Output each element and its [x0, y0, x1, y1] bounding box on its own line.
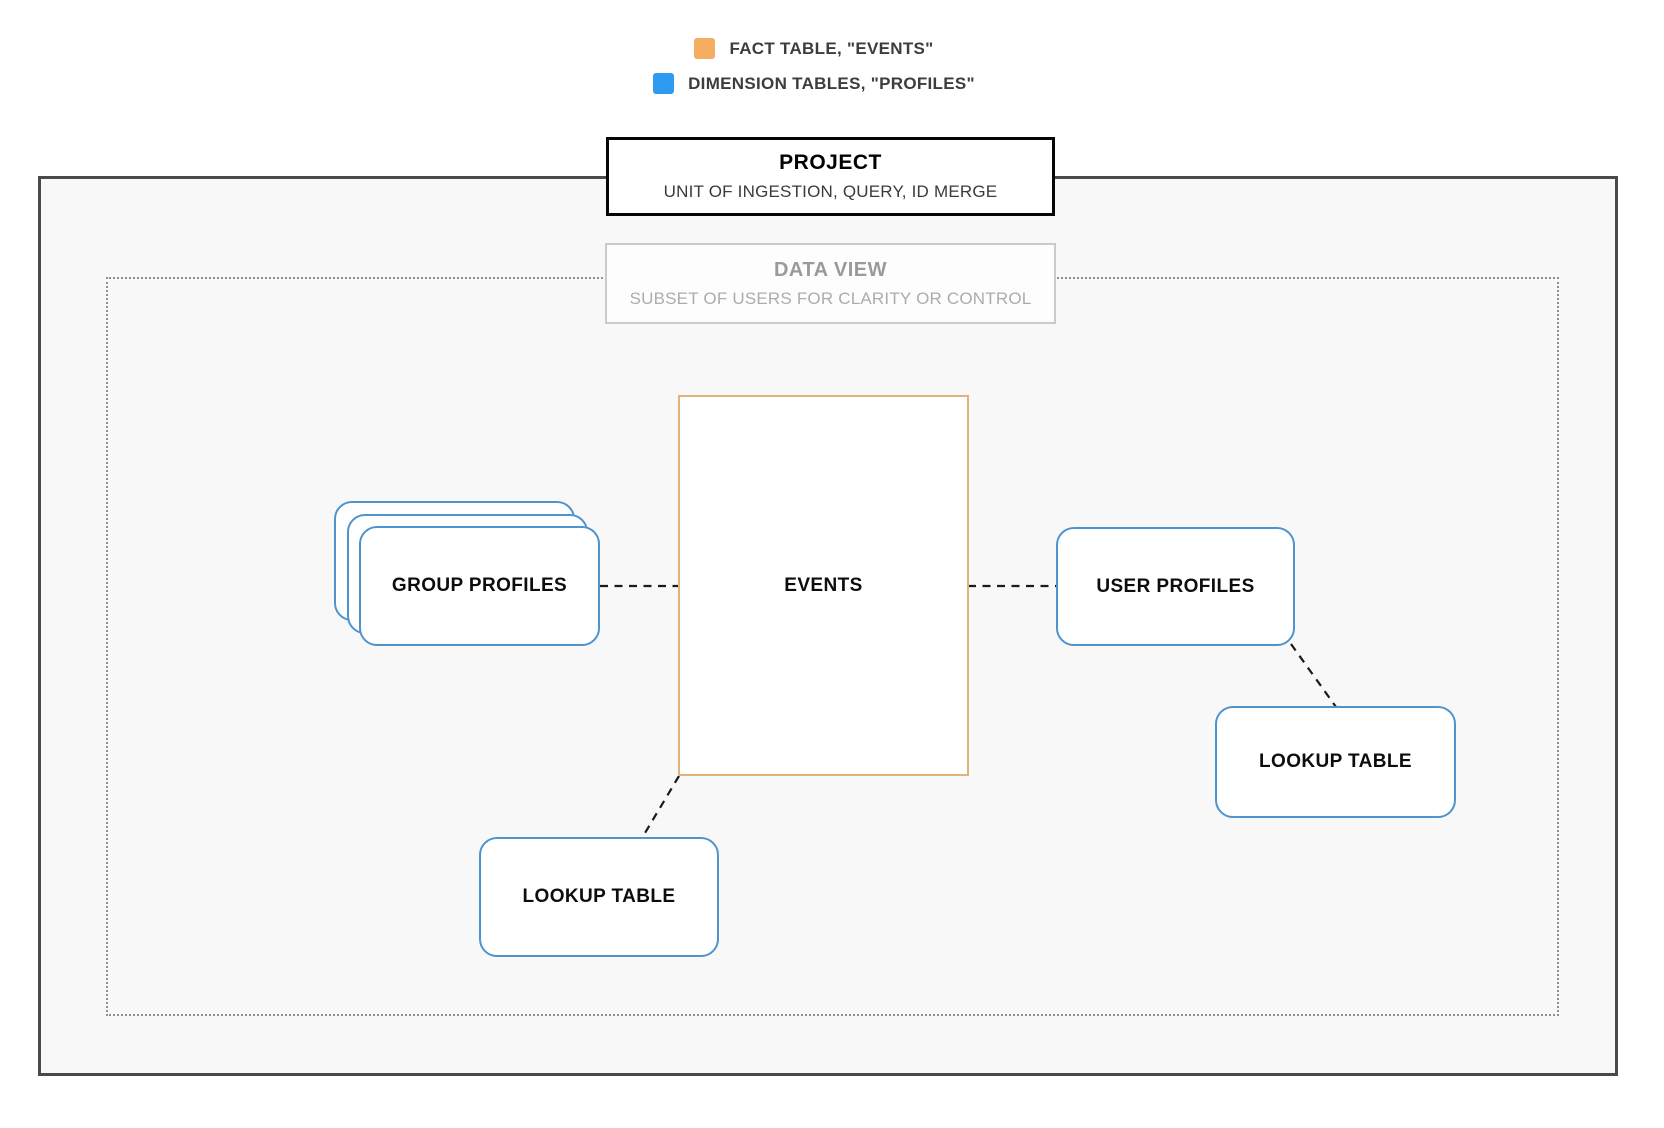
legend-item-fact: FACT TABLE, "EVENTS" — [694, 38, 933, 59]
group-profiles-front-card: GROUP PROFILES — [359, 526, 600, 646]
node-events-label: EVENTS — [784, 574, 863, 596]
legend-label-fact: FACT TABLE, "EVENTS" — [729, 38, 934, 58]
legend: FACT TABLE, "EVENTS" DIMENSION TABLES, "… — [0, 38, 1628, 94]
project-title: PROJECT — [779, 151, 882, 174]
node-lookup-table-right: LOOKUP TABLE — [1215, 706, 1456, 818]
node-lookup-table-bottom-label: LOOKUP TABLE — [522, 886, 676, 907]
node-group-profiles: GROUP PROFILES — [334, 501, 601, 647]
dimension-table-swatch-icon — [653, 73, 675, 94]
data-view-caption-box: DATA VIEW SUBSET OF USERS FOR CLARITY OR… — [605, 243, 1056, 324]
project-caption-box: PROJECT UNIT OF INGESTION, QUERY, ID MER… — [606, 137, 1055, 216]
project-subtitle: UNIT OF INGESTION, QUERY, ID MERGE — [663, 182, 998, 201]
fact-table-swatch-icon — [694, 38, 716, 59]
node-lookup-table-bottom: LOOKUP TABLE — [479, 837, 719, 957]
legend-item-dimension: DIMENSION TABLES, "PROFILES" — [653, 73, 975, 94]
node-events: EVENTS — [678, 395, 969, 776]
node-lookup-table-right-label: LOOKUP TABLE — [1259, 751, 1412, 772]
node-user-profiles-label: USER PROFILES — [1096, 575, 1255, 597]
node-user-profiles: USER PROFILES — [1056, 527, 1295, 646]
data-view-title: DATA VIEW — [773, 258, 887, 281]
data-view-subtitle: SUBSET OF USERS FOR CLARITY OR CONTROL — [629, 288, 1032, 308]
legend-label-dimension: DIMENSION TABLES, "PROFILES" — [688, 73, 975, 93]
node-group-profiles-label: GROUP PROFILES — [391, 575, 568, 596]
